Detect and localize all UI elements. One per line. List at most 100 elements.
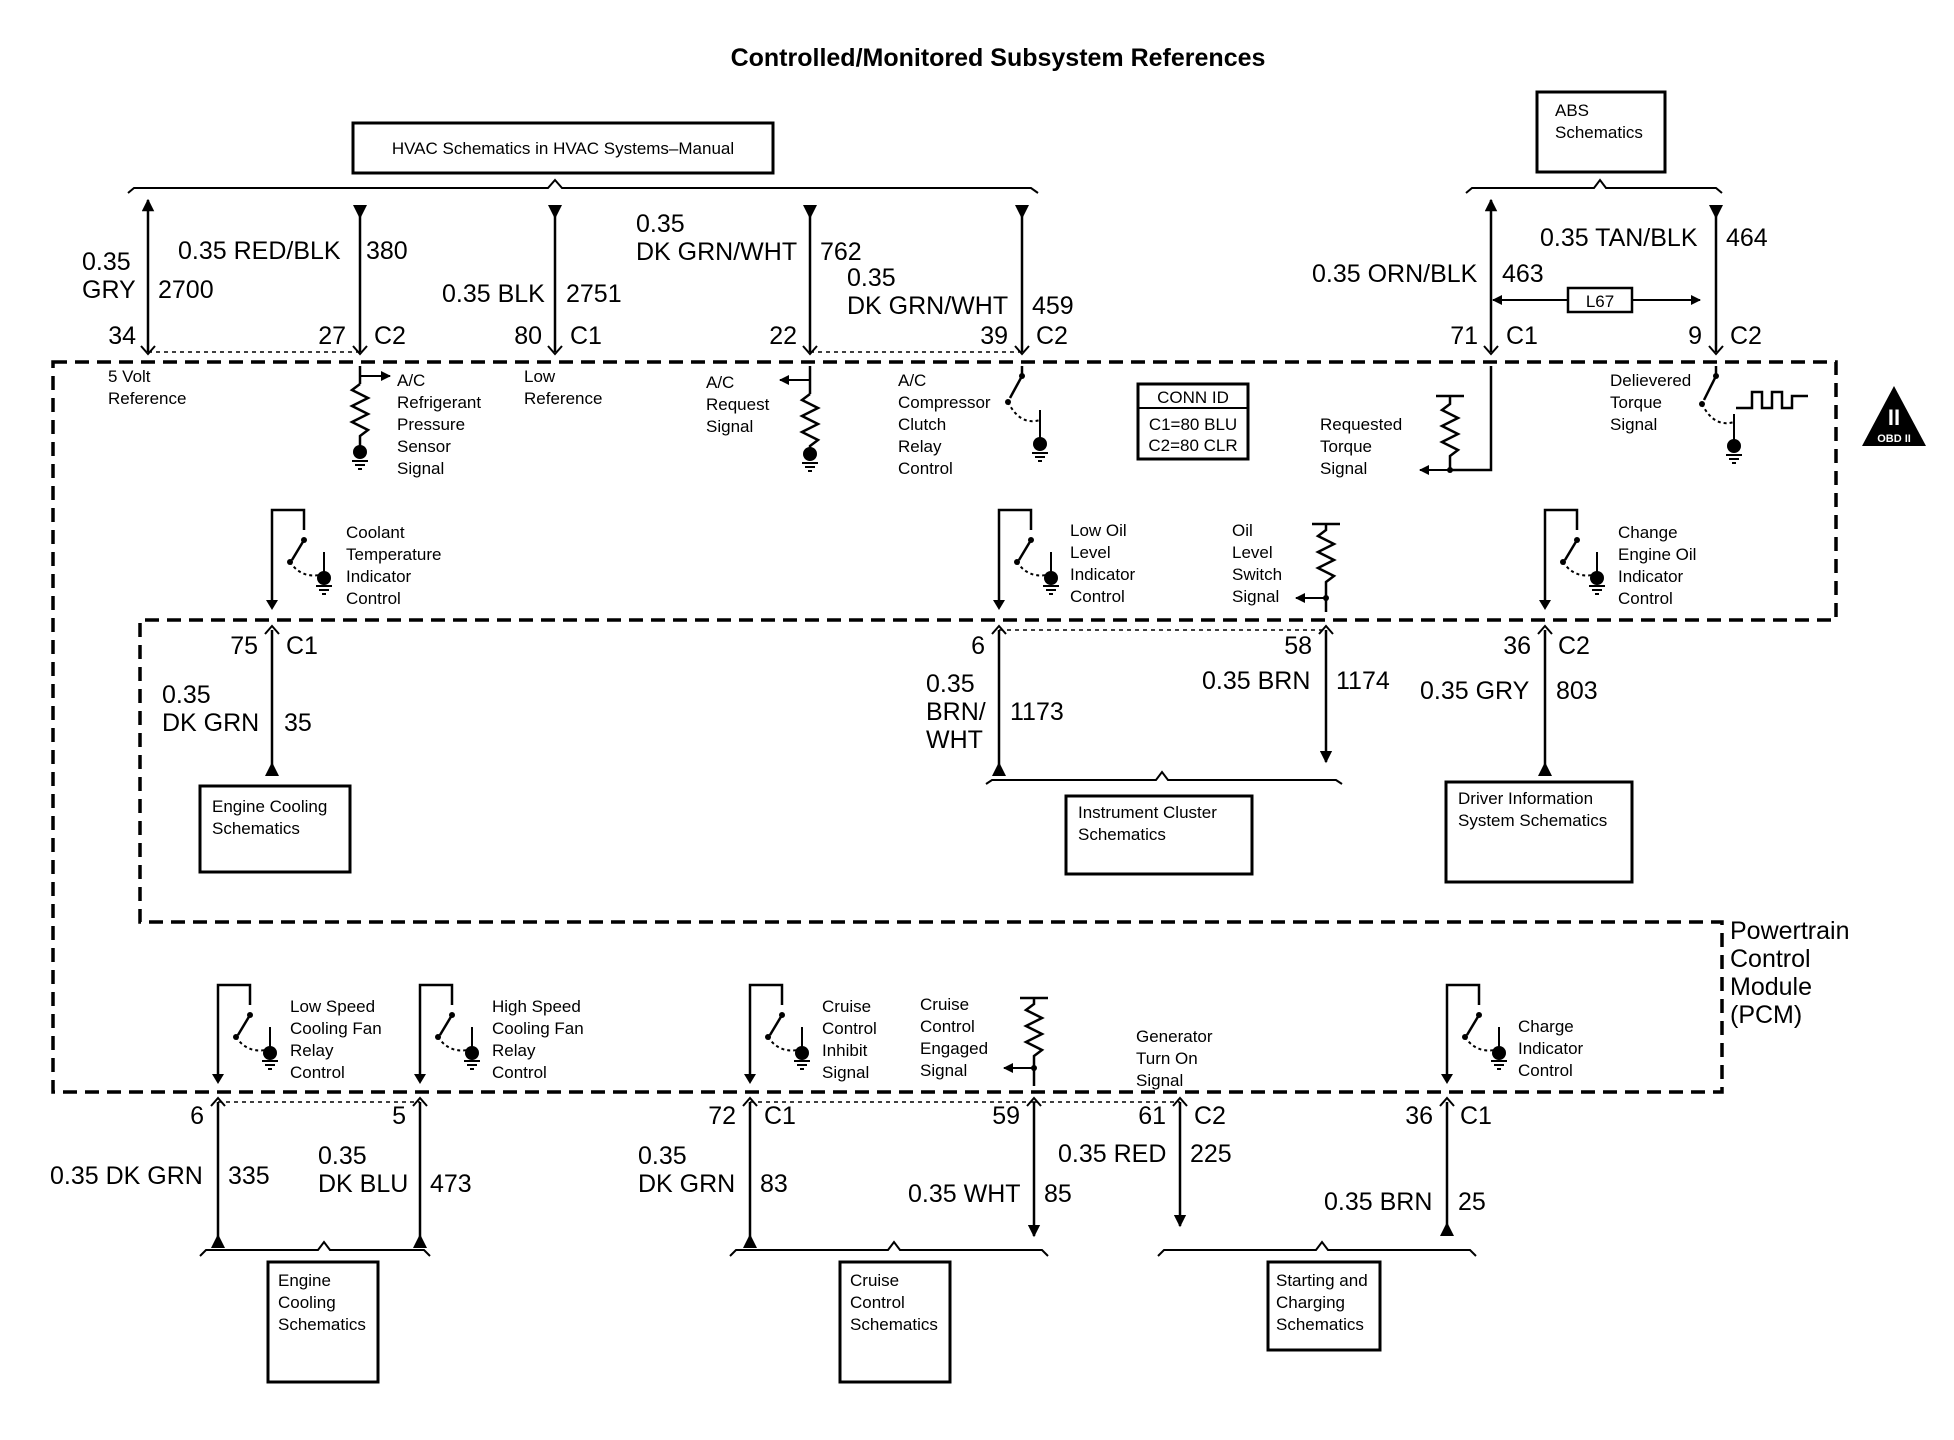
wire-464-pin: 9 (1688, 322, 1702, 350)
pwm-waveform-icon (1736, 390, 1808, 410)
wire-1173-gauge: 0.35 (926, 670, 975, 698)
starting-charging-schematics-box: Starting and Charging Schematics (1157, 1240, 1477, 1352)
charge-indicator-driver: Charge Indicator Control (1441, 985, 1584, 1084)
sc-line-3: Schematics (1276, 1315, 1364, 1334)
ce-line-4: Signal (920, 1061, 967, 1080)
cc-line-3: Schematics (850, 1315, 938, 1334)
low-oil-line-2: Level (1070, 543, 1111, 562)
low-oil-line-1: Low Oil (1070, 521, 1127, 540)
lsf-line-3: Relay (290, 1041, 334, 1060)
wire-464: 0.35 TAN/BLK 464 9 C2 (1540, 205, 1768, 356)
wire-803: 36 C2 0.35 GRY 803 (1420, 624, 1598, 776)
wire-473-circuit: 473 (430, 1170, 472, 1198)
wire-1174-pin: 58 (1284, 632, 1312, 660)
wire-35: 75 C1 0.35 DK GRN 35 (162, 624, 318, 776)
oil-level-line-3: Switch (1232, 565, 1282, 584)
obd-ii-icon: II OBD II (1862, 386, 1926, 446)
hsf-line-1: High Speed (492, 997, 581, 1016)
wire-225-label: 0.35 RED (1058, 1140, 1166, 1168)
wire-2751-conn: C1 (570, 322, 602, 350)
oil-level-line-1: Oil (1232, 521, 1253, 540)
wire-1173-color-1: BRN/ (926, 698, 986, 726)
wire-459-circuit: 459 (1032, 292, 1074, 320)
wire-83-circuit: 83 (760, 1170, 788, 1198)
oil-level-line-2: Level (1232, 543, 1273, 562)
low-speed-fan-relay-driver: Low Speed Cooling Fan Relay Control (212, 985, 382, 1084)
ec-top-line-2: Schematics (212, 819, 300, 838)
hvac-schematics-box: HVAC Schematics in HVAC Systems–Manual (127, 121, 1039, 194)
hsf-line-4: Control (492, 1063, 547, 1082)
sc-line-1: Starting and (1276, 1271, 1368, 1290)
wire-25: 36 C1 0.35 BRN 25 (1324, 1096, 1492, 1236)
ac-refrig-line-3: Pressure (397, 415, 465, 434)
generator-turn-on-signal: Generator Turn On Signal (1136, 1027, 1213, 1090)
wire-335-circuit: 335 (228, 1162, 270, 1190)
wire-380-label: 0.35 RED/BLK (178, 237, 341, 265)
wire-1174-label: 0.35 BRN (1202, 667, 1310, 695)
wire-762-pin: 22 (769, 322, 797, 350)
wire-473-gauge: 0.35 (318, 1142, 367, 1170)
wire-2700-gauge: 0.35 (82, 248, 131, 276)
wire-25-label: 0.35 BRN (1324, 1188, 1432, 1216)
ec-bot-line-2: Cooling (278, 1293, 336, 1312)
change-oil-line-4: Control (1618, 589, 1673, 608)
wire-83-color: DK GRN (638, 1170, 735, 1198)
lsf-line-4: Control (290, 1063, 345, 1082)
ci-line-4: Signal (822, 1063, 869, 1082)
conn-id-c1: C1=80 BLU (1149, 415, 1237, 434)
l67-label: L67 (1586, 292, 1614, 311)
conn-id-box: CONN ID C1=80 BLU C2=80 CLR (1136, 382, 1250, 461)
ac-refrig-line-2: Refrigerant (397, 393, 481, 412)
del-torque-line-1: Delievered (1610, 371, 1691, 390)
low-oil-indicator-driver: Low Oil Level Indicator Control (993, 510, 1136, 610)
wire-2700-pin: 34 (108, 322, 136, 350)
high-speed-fan-relay-driver: High Speed Cooling Fan Relay Control (414, 985, 584, 1084)
wire-762: 0.35 DK GRN/WHT 762 22 (636, 205, 862, 356)
low-ref-line-2: Reference (524, 389, 602, 408)
wire-83: 72 C1 0.35 DK GRN 83 (638, 1096, 796, 1248)
ic-line-2: Schematics (1078, 825, 1166, 844)
wire-85-pin: 59 (992, 1102, 1020, 1130)
ci-line-3: Inhibit (822, 1041, 868, 1060)
ac-compressor-line-4: Relay (898, 437, 942, 456)
low-reference-signal: Low Reference (524, 367, 602, 408)
wire-459-gauge: 0.35 (847, 264, 896, 292)
wire-85: 59 0.35 WHT 85 (908, 1096, 1072, 1238)
req-torque-line-1: Requested (1320, 415, 1402, 434)
ce-line-1: Cruise (920, 995, 969, 1014)
coolant-line-2: Temperature (346, 545, 441, 564)
wire-35-color: DK GRN (162, 709, 259, 737)
wire-459-pin: 39 (980, 322, 1008, 350)
charge-line-3: Control (1518, 1061, 1573, 1080)
conn-id-c2: C2=80 CLR (1148, 436, 1237, 455)
ac-refrig-line-4: Sensor (397, 437, 451, 456)
ce-line-3: Engaged (920, 1039, 988, 1058)
wire-2751: 0.35 BLK 2751 80 C1 (442, 205, 622, 356)
ac-request-line-1: A/C (706, 373, 734, 392)
l67-link: L67 (1492, 286, 1701, 314)
wire-380: 0.35 RED/BLK 380 27 C2 (178, 205, 408, 356)
delivered-torque-driver: Delievered Torque Signal (1610, 366, 1808, 464)
gen-line-3: Signal (1136, 1071, 1183, 1090)
ci-line-2: Control (822, 1019, 877, 1038)
pcm-label: Powertrain Control Module (PCM) (1730, 917, 1850, 1029)
wire-463: 0.35 ORN/BLK 463 71 C1 (1312, 198, 1544, 356)
wire-35-conn: C1 (286, 632, 318, 660)
lsf-line-2: Cooling Fan (290, 1019, 382, 1038)
low-oil-line-4: Control (1070, 587, 1125, 606)
wire-35-circuit: 35 (284, 709, 312, 737)
wire-225-pin: 61 (1138, 1102, 1166, 1130)
hvac-box-label: HVAC Schematics in HVAC Systems–Manual (392, 139, 734, 158)
wire-459-conn: C2 (1036, 322, 1068, 350)
gen-line-1: Generator (1136, 1027, 1213, 1046)
wire-335: 6 0.35 DK GRN 335 (50, 1096, 270, 1248)
instrument-cluster-schematics-box: Instrument Cluster Schematics (985, 770, 1343, 876)
del-torque-line-2: Torque (1610, 393, 1662, 412)
wire-25-circuit: 25 (1458, 1188, 1486, 1216)
ac-request-line-2: Request (706, 395, 770, 414)
pcm-label-line-2: Control (1730, 945, 1811, 973)
ec-bot-line-1: Engine (278, 1271, 331, 1290)
wire-803-label: 0.35 GRY (1420, 677, 1530, 705)
wire-803-circuit: 803 (1556, 677, 1598, 705)
